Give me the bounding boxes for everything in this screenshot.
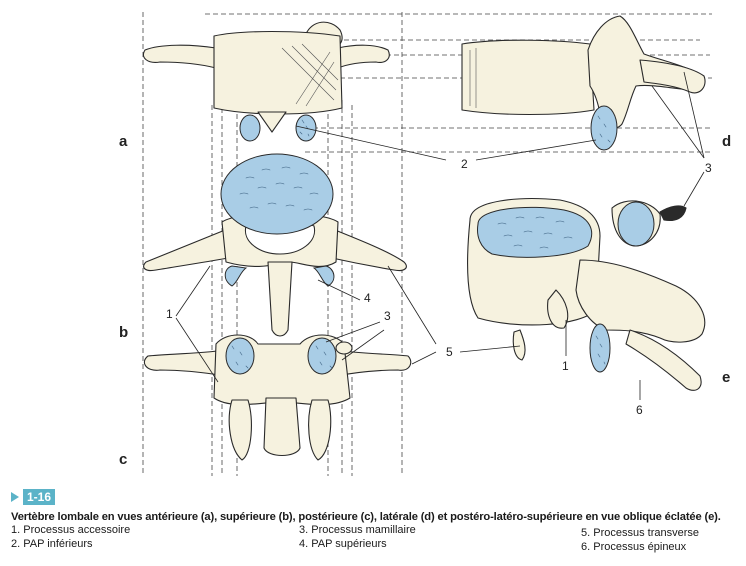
figure-number: 1-16 — [23, 489, 55, 505]
transverse-process-right-b — [330, 228, 406, 271]
legend-item-3: 3. Processus mamillaire — [299, 524, 416, 536]
accessory-process-e — [513, 330, 525, 360]
figure-tag: 1-16 — [11, 488, 741, 506]
vertebra-figure: a b c d e 1 1 2 3 3 4 5 6 — [0, 0, 746, 485]
superior-articular-facet-e — [618, 202, 654, 246]
label-6: 6 — [636, 403, 643, 417]
view-e-oblique — [468, 199, 705, 391]
superior-articular-facet-left-c — [226, 338, 254, 374]
legend: 1. Processus accessoire 2. PAP inférieur… — [11, 524, 741, 560]
label-4: 4 — [364, 291, 371, 305]
transverse-process-right-a — [338, 45, 389, 68]
vertebral-body-d — [462, 40, 594, 114]
legend-item-2: 2. PAP inférieurs — [11, 538, 93, 550]
view-letter-e: e — [722, 369, 730, 386]
superior-articular-facet-left-b — [225, 266, 246, 286]
inferior-facets-a — [258, 112, 286, 132]
inferior-articular-facet-e — [590, 324, 610, 372]
vertebral-body-superior-e — [478, 207, 592, 257]
label-3-c: 3 — [384, 309, 391, 323]
superior-articular-facet-right-c — [308, 338, 336, 374]
label-1-right: 1 — [562, 359, 569, 373]
label-1-left: 1 — [166, 307, 173, 321]
legend-item-6: 6. Processus épineux — [581, 541, 686, 553]
label-5: 5 — [446, 345, 453, 359]
spinous-process-b — [268, 262, 292, 336]
transverse-process-left-a — [143, 45, 216, 68]
vertebral-body-a — [214, 32, 342, 115]
view-letter-c: c — [119, 451, 127, 468]
mamillary-process-e — [660, 206, 686, 221]
inferior-articular-process-right-c — [309, 400, 331, 460]
view-letter-a: a — [119, 133, 128, 150]
figure-caption: 1-16 Vertèbre lombale en vues antérieure… — [11, 488, 741, 560]
spinous-process-c — [264, 398, 300, 456]
mamillary-process-right-c — [336, 342, 352, 354]
vertebral-body-superior-b — [221, 154, 333, 234]
legend-item-4: 4. PAP supérieurs — [299, 538, 387, 550]
view-c-posterior — [144, 335, 410, 460]
view-letter-b: b — [119, 324, 128, 341]
label-2: 2 — [461, 157, 468, 171]
inferior-articular-facet-left-a — [240, 115, 260, 141]
transverse-process-left-b — [144, 228, 230, 271]
legend-item-5: 5. Processus transverse — [581, 527, 699, 539]
inferior-articular-process-left-c — [229, 400, 251, 460]
view-d-lateral — [462, 16, 705, 150]
inferior-articular-facet-d — [591, 106, 617, 150]
view-letter-d: d — [722, 133, 731, 150]
legend-item-1: 1. Processus accessoire — [11, 524, 130, 536]
view-b-superior — [144, 154, 407, 336]
label-3-d: 3 — [705, 161, 712, 175]
caption-title: Vertèbre lombale en vues antérieure (a),… — [11, 511, 741, 523]
play-arrow-icon — [11, 492, 19, 502]
